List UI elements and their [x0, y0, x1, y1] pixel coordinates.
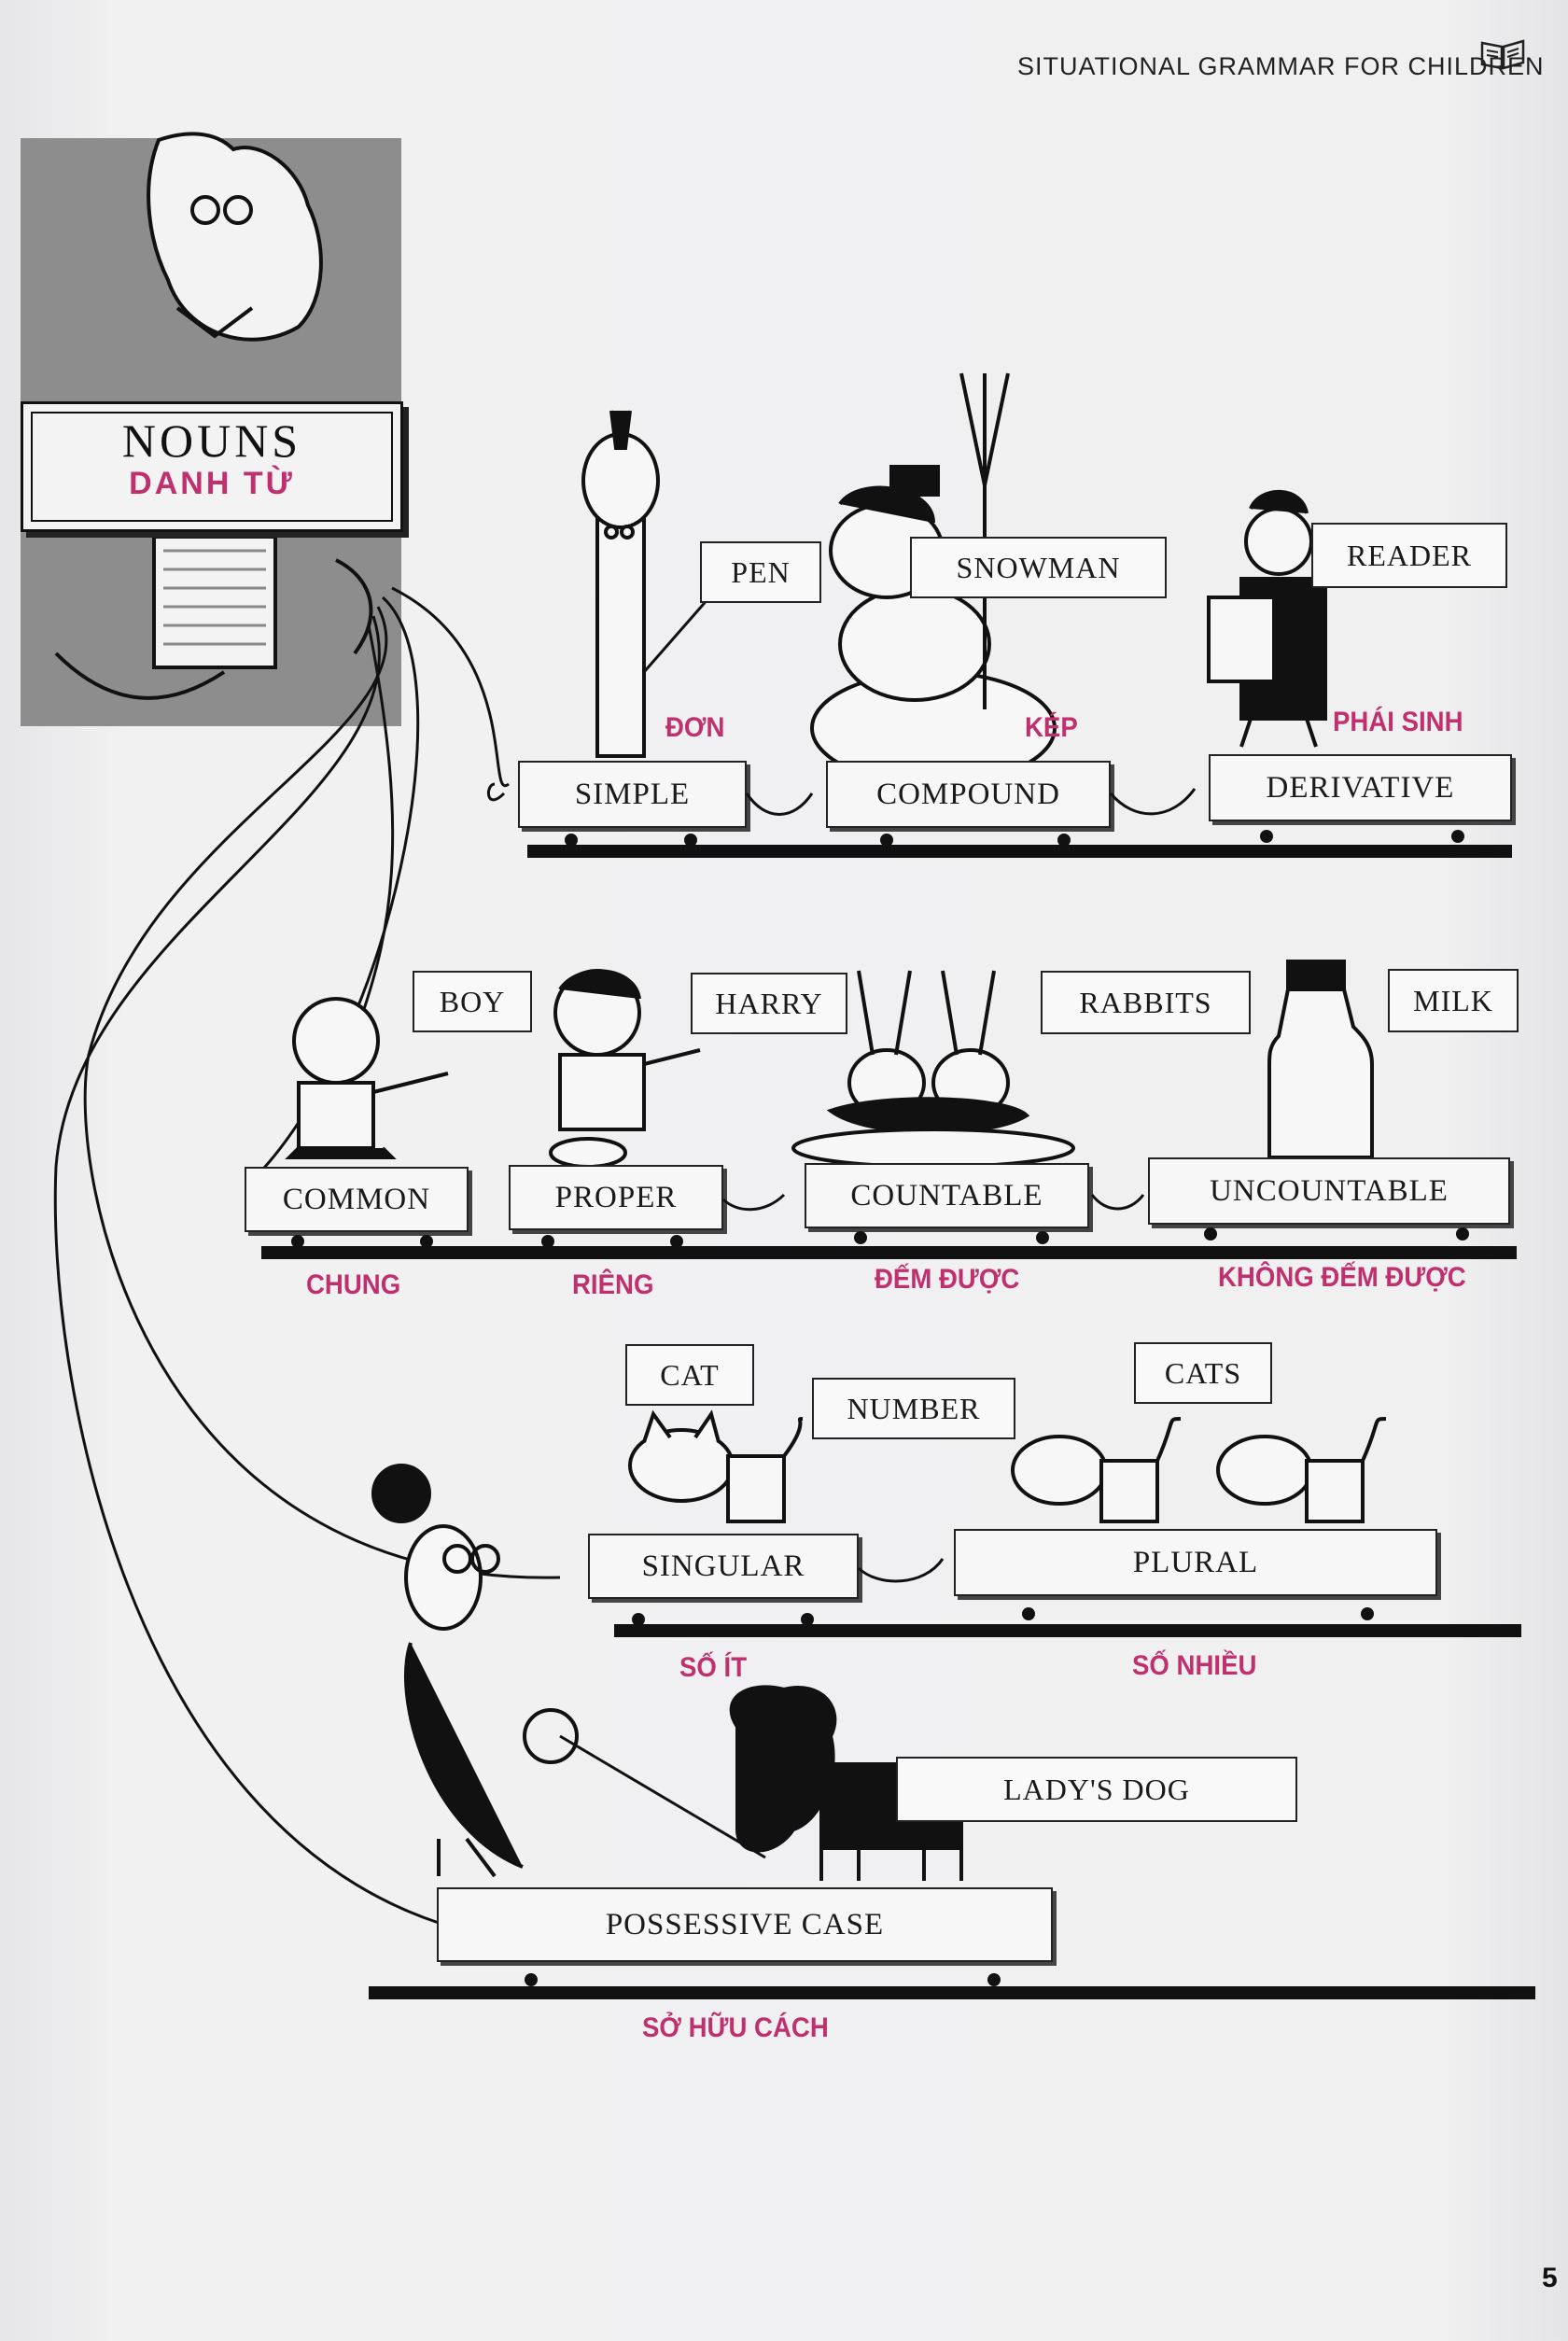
shelf-row-4 — [369, 1986, 1535, 1999]
boy-character — [285, 997, 449, 1159]
title-box: NOUNS DANH TỪ — [21, 401, 403, 532]
shelf-peg — [525, 1973, 538, 1986]
category-box-countable: COUNTABLE — [805, 1163, 1089, 1228]
heading-sign-number: NUMBER — [812, 1378, 1015, 1439]
pen-character — [581, 410, 660, 758]
example-sign-ladys-dog: LADY'S DOG — [896, 1757, 1297, 1822]
harry-character — [549, 969, 701, 1169]
example-sign-reader: READER — [1311, 523, 1507, 588]
shelf-peg — [541, 1235, 554, 1248]
category-box-derivative: DERIVATIVE — [1209, 754, 1512, 821]
example-sign-boy: BOY — [413, 971, 532, 1032]
category-box-possessive-case: POSSESSIVE CASE — [437, 1887, 1053, 1962]
shelf-row-2 — [261, 1246, 1517, 1259]
milk-bottle-character — [1267, 960, 1374, 1159]
shelf-row-1 — [527, 845, 1512, 858]
example-sign-rabbits: RABBITS — [1041, 971, 1251, 1034]
shelf-peg — [565, 834, 578, 847]
example-sign-cat: CAT — [625, 1344, 754, 1406]
category-box-common: COMMON — [245, 1167, 469, 1232]
shelf-peg — [1451, 830, 1464, 843]
reader-character — [1207, 489, 1327, 748]
professor-dog-illustration — [54, 132, 373, 700]
viet-label-common: CHUNG — [306, 1269, 401, 1300]
lady-character — [371, 1464, 579, 1878]
shelf-peg — [1057, 834, 1071, 847]
shelf-peg — [1260, 830, 1273, 843]
cat-singular-character — [628, 1409, 804, 1523]
cats-plural-character — [1011, 1417, 1387, 1523]
shelf-peg — [1456, 1227, 1469, 1241]
category-box-simple: SIMPLE — [518, 761, 747, 828]
shelf-peg — [1361, 1607, 1374, 1620]
viet-label-plural: SỐ NHIỀU — [1132, 1650, 1257, 1681]
page-number: 5 — [1542, 2263, 1558, 2293]
shelf-peg — [854, 1231, 867, 1244]
viet-label-simple: ĐƠN — [665, 712, 725, 743]
open-book-icon — [1480, 39, 1525, 70]
shelf-peg — [1204, 1227, 1217, 1241]
ladys-dog-character — [559, 1685, 963, 1881]
shelf-peg — [420, 1235, 433, 1248]
viet-label-compound: KÉP — [1025, 712, 1078, 743]
example-sign-harry: HARRY — [691, 973, 847, 1034]
viet-label-countable: ĐẾM ĐƯỢC — [875, 1264, 1020, 1295]
shelf-peg — [987, 1973, 1001, 1986]
rabbits-character — [791, 970, 1075, 1169]
title-sub: DANH TỪ — [129, 466, 295, 501]
viet-label-possessive-case: SỞ HỮU CÁCH — [642, 2012, 829, 2043]
shelf-peg — [880, 834, 893, 847]
category-box-compound: COMPOUND — [826, 761, 1111, 828]
title-inner-frame — [31, 412, 393, 522]
viet-label-singular: SỐ ÍT — [679, 1652, 748, 1683]
category-box-singular: SINGULAR — [588, 1534, 859, 1599]
category-box-plural: PLURAL — [954, 1529, 1437, 1596]
category-box-proper: PROPER — [509, 1165, 723, 1230]
running-title: SITUATIONAL GRAMMAR FOR CHILDREN — [1017, 52, 1545, 80]
viet-label-proper: RIÊNG — [572, 1269, 654, 1300]
shelf-peg — [632, 1613, 645, 1626]
example-sign-cats: CATS — [1134, 1342, 1272, 1404]
shelf-peg — [670, 1235, 683, 1248]
shelf-peg — [1036, 1231, 1049, 1244]
shelf-row-3 — [614, 1624, 1521, 1637]
viet-label-uncountable: KHÔNG ĐẾM ĐƯỢC — [1218, 1262, 1466, 1293]
title-main: NOUNS — [121, 414, 302, 467]
category-box-uncountable: UNCOUNTABLE — [1148, 1157, 1510, 1225]
example-sign-snowman: SNOWMAN — [910, 537, 1167, 598]
viet-label-derivative: PHÁI SINH — [1333, 707, 1463, 737]
shelf-peg — [1022, 1607, 1035, 1620]
shelf-peg — [684, 834, 697, 847]
shelf-peg — [291, 1235, 304, 1248]
example-sign-pen: PEN — [700, 541, 821, 603]
shelf-peg — [801, 1613, 814, 1626]
example-sign-milk: MILK — [1388, 969, 1519, 1032]
